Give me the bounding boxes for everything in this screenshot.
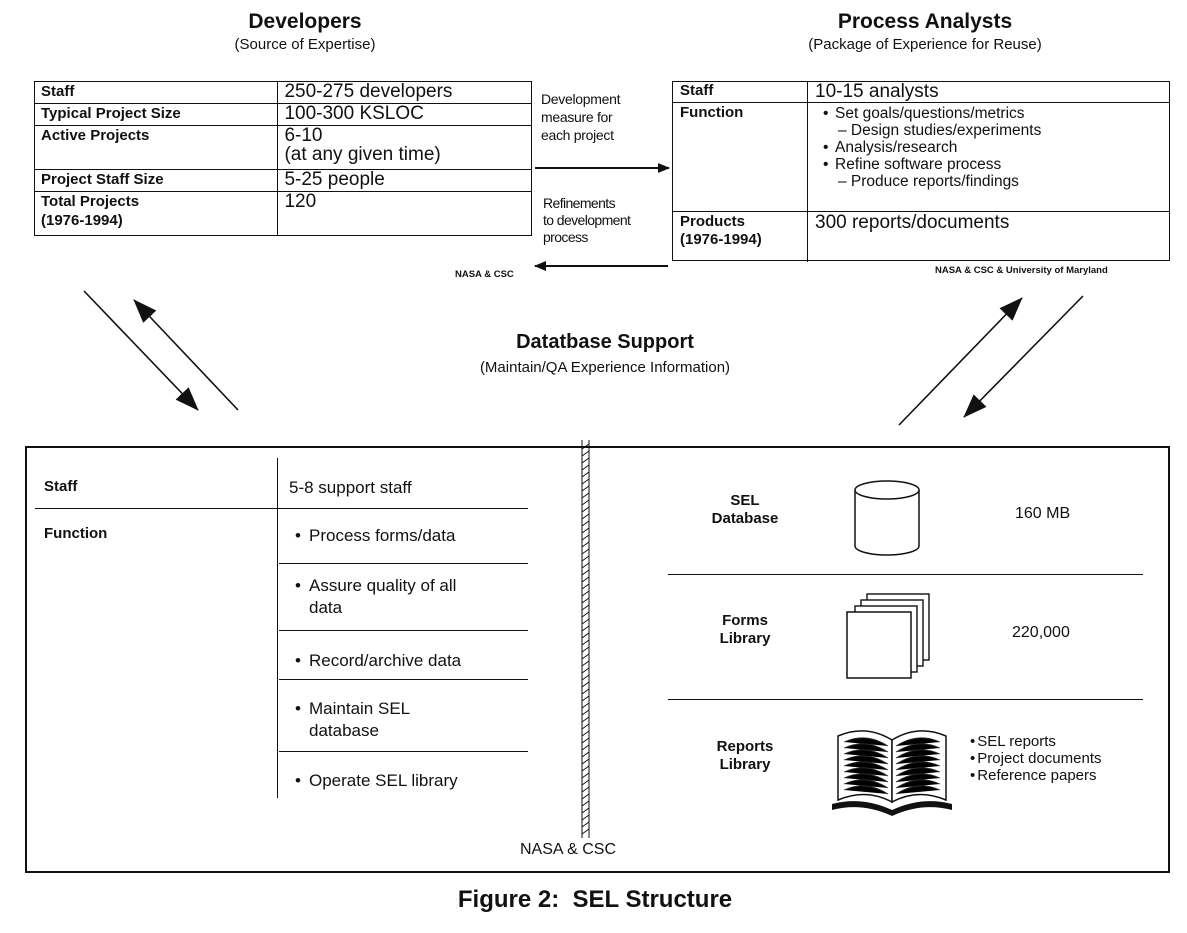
reports-library-items: SEL reports Project documents Reference …	[970, 733, 1102, 784]
total-projects-years: (1976-1994)	[41, 212, 123, 229]
dev-row-value: 120	[277, 191, 532, 236]
support-row-line	[279, 679, 528, 680]
support-header-line	[35, 508, 528, 509]
function-item: Analysis/research	[823, 139, 1041, 156]
dev-row-value: 250-275 developers	[277, 81, 532, 104]
label-line: Library	[719, 756, 771, 773]
analysts-credit: NASA & CSC & University of Maryland	[935, 265, 1108, 276]
flow-line: each project	[541, 127, 614, 143]
analysts-staff-label: Staff	[680, 82, 714, 99]
database-support-title: Datatbase Support	[516, 331, 694, 353]
support-function-item-cont: database	[309, 721, 379, 740]
total-projects-label: Total Projects	[41, 193, 140, 210]
library-divider	[668, 574, 1143, 575]
reports-item: Reference papers	[970, 767, 1102, 784]
analysts-row-divider	[673, 102, 1169, 103]
support-staff-value: 5-8 support staff	[289, 478, 412, 497]
hatched-divider	[581, 440, 590, 838]
analysts-function-label: Function	[680, 104, 744, 121]
arrow-developers-to-database	[83, 290, 199, 411]
forms-library-count: 220,000	[1012, 624, 1070, 641]
database-cylinder-icon	[854, 480, 920, 556]
support-staff-label: Staff	[44, 478, 78, 495]
open-book-icon	[832, 730, 952, 816]
dev-row-label: Total Projects (1976-1994)	[33, 191, 279, 236]
reports-library-label: Reports Library	[690, 738, 800, 774]
analysts-col-divider	[807, 82, 808, 262]
arrow-database-to-analysts	[898, 297, 1023, 426]
sel-database-label: SEL Database	[690, 492, 800, 528]
analysts-title: Process Analysts	[837, 10, 1013, 33]
arrow-database-to-developers	[133, 299, 239, 411]
arrow-analysts-to-database	[963, 295, 1084, 418]
function-subitem: – Produce reports/findings	[838, 173, 1019, 190]
sel-database-size: 160 MB	[1015, 505, 1071, 522]
flow-line: Development	[541, 91, 621, 107]
developers-credit: NASA & CSC	[455, 269, 514, 280]
database-support-subtitle: (Maintain/QA Experience Information)	[479, 359, 731, 376]
support-function-item: Assure quality of all	[295, 576, 456, 596]
function-subitem: – Design studies/experiments	[838, 122, 1042, 139]
flow-to-developers-label: Refinements to development process	[543, 195, 631, 246]
developers-table: Staff 250-275 developers Typical Project…	[33, 81, 532, 236]
developers-title: Developers	[248, 10, 362, 33]
flow-to-analysts-label: Development measure for each project	[541, 90, 621, 144]
flow-line: measure for	[541, 109, 613, 125]
flow-line: process	[543, 229, 588, 245]
support-function-item: Process forms/data	[295, 526, 455, 546]
support-function-item-cont: data	[309, 598, 343, 617]
reports-item: Project documents	[970, 750, 1101, 767]
active-projects-count: 6-10	[284, 125, 323, 146]
flow-line: to development	[543, 212, 631, 228]
support-row-line	[279, 630, 528, 631]
products-label: Products	[680, 213, 746, 230]
database-support-box	[25, 446, 1170, 873]
analysts-function-list: Set goals/questions/metrics – Design stu…	[823, 105, 1042, 190]
support-row-line	[279, 751, 528, 752]
developers-subtitle: (Source of Expertise)	[234, 36, 376, 53]
function-item: Set goals/questions/metrics	[823, 105, 1041, 122]
support-col-divider	[277, 458, 278, 798]
label-line: SEL	[730, 492, 760, 509]
reports-item: SEL reports	[970, 733, 1102, 750]
analysts-products-label: Products (1976-1994)	[680, 213, 762, 249]
analysts-row-divider	[673, 211, 1169, 212]
support-function-item: Record/archive data	[295, 651, 461, 671]
library-divider	[668, 699, 1143, 700]
support-function-item: Maintain SEL	[295, 699, 410, 719]
support-function-item: Operate SEL library	[295, 771, 458, 791]
forms-library-label: Forms Library	[690, 612, 800, 648]
support-credit: NASA & CSC	[520, 841, 617, 858]
analysts-products-value: 300 reports/documents	[815, 212, 1010, 233]
analysts-staff-value: 10-15 analysts	[815, 81, 939, 102]
products-years: (1976-1994)	[680, 231, 762, 248]
figure-caption: Figure 2: SEL Structure	[457, 886, 733, 913]
analysts-table: Staff 10-15 analysts Function Set goals/…	[672, 81, 1170, 262]
label-line: Database	[711, 510, 779, 527]
active-projects-note: (at any given time)	[284, 144, 441, 165]
support-function-label: Function	[44, 525, 108, 542]
stacked-forms-icon	[846, 593, 930, 679]
flow-line: Refinements	[543, 195, 616, 211]
label-line: Forms	[722, 612, 768, 629]
label-line: Reports	[716, 738, 774, 755]
support-row-line	[279, 563, 528, 564]
function-item: Refine software process	[823, 156, 1041, 173]
analysts-subtitle: (Package of Experience for Reuse)	[808, 36, 1042, 53]
label-line: Library	[719, 630, 771, 647]
